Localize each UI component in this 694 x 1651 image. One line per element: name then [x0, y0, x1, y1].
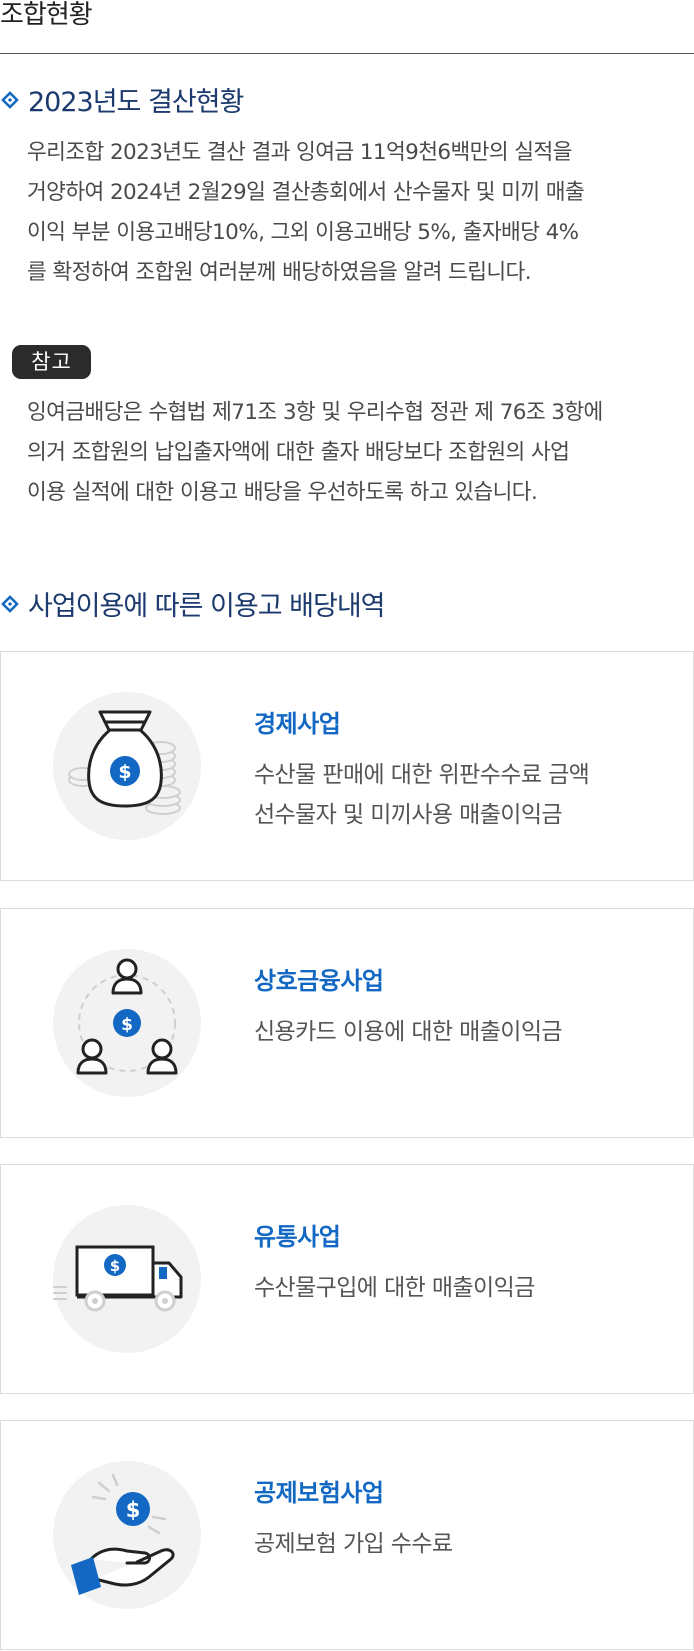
card-description: 수산물구입에 대한 매출이익금	[254, 1268, 674, 1308]
card-title: 공제보험사업	[254, 1479, 384, 1507]
card-description-line: 신용카드 이용에 대한 매출이익금	[254, 1019, 563, 1045]
card-mutual-finance: $ 상호금융사업 신용카드 이용에 대한 매출이익금	[0, 908, 694, 1138]
icon-circle: $	[53, 949, 201, 1097]
icon-circle: $	[53, 1205, 201, 1353]
card-title: 경제사업	[254, 710, 341, 738]
icon-circle: $	[53, 692, 201, 840]
section-heading-dividends: 사업이용에 따른 이용고 배당내역	[0, 584, 386, 623]
paragraph-line: 잉여금배당은 수협법 제71조 3항 및 우리수협 정관 제 76조 3항에	[27, 400, 603, 425]
delivery-truck-icon: $	[53, 1245, 183, 1312]
card-description: 수산물 판매에 대한 위판수수료 금액 선수물자 및 미끼사용 매출이익금	[254, 755, 674, 835]
card-description-line: 공제보험 가입 수수료	[254, 1531, 453, 1557]
settlement-paragraph: 우리조합 2023년도 결산 결과 잉여금 11억9천6백만의 실적을 거양하여…	[27, 133, 694, 293]
paragraph-line: 를 확정하여 조합원 여러분께 배당하였음을 알려 드립니다.	[27, 260, 532, 285]
paragraph-line: 거양하여 2024년 2월29일 결산총회에서 산수물자 및 미끼 매출	[27, 180, 585, 205]
note-badge: 참고	[12, 345, 91, 379]
card-economic-business: $ 경제사업 수산물 판매에 대한 위판수수료 금액 선수물자 및 미끼사용 매…	[0, 651, 694, 881]
card-description: 신용카드 이용에 대한 매출이익금	[254, 1012, 674, 1052]
title-divider	[0, 53, 694, 54]
note-paragraph: 잉여금배당은 수협법 제71조 3항 및 우리수협 정관 제 76조 3항에 의…	[27, 393, 694, 513]
card-description-line: 수산물 판매에 대한 위판수수료 금액	[254, 762, 590, 788]
section-heading-settlement: 2023년도 결산현황	[0, 80, 244, 119]
svg-text:$: $	[118, 761, 131, 783]
diamond-bullet-icon	[1, 594, 19, 613]
paragraph-line: 의거 조합원의 납입출자액에 대한 출자 배당보다 조합원의 사업	[27, 440, 570, 465]
card-description-line: 선수물자 및 미끼사용 매출이익금	[254, 802, 563, 828]
svg-text:$: $	[121, 1015, 133, 1035]
section-heading-text: 2023년도 결산현황	[28, 87, 244, 118]
section-heading-text: 사업이용에 따른 이용고 배당내역	[28, 591, 386, 622]
svg-text:$: $	[110, 1257, 120, 1275]
diamond-bullet-icon	[1, 90, 19, 109]
card-distribution: $ 유통사업 수산물구입에 대한 매출이익금	[0, 1164, 694, 1394]
page-title: 조합현황	[0, 0, 93, 30]
card-description-line: 수산물구입에 대한 매출이익금	[254, 1275, 535, 1301]
hand-coin-icon: $	[71, 1473, 175, 1595]
paragraph-line: 이익 부분 이용고배당10%, 그외 이용고배당 5%, 출자배당 4%	[27, 220, 579, 245]
icon-circle: $	[53, 1461, 201, 1609]
svg-text:$: $	[126, 1498, 141, 1522]
money-bag-icon: $	[68, 710, 181, 815]
card-title: 상호금융사업	[254, 967, 384, 995]
paragraph-line: 이용 실적에 대한 이용고 배당을 우선하도록 하고 있습니다.	[27, 480, 538, 505]
card-title: 유통사업	[254, 1223, 341, 1251]
card-description: 공제보험 가입 수수료	[254, 1524, 674, 1564]
people-network-icon: $	[76, 958, 178, 1075]
paragraph-line: 우리조합 2023년도 결산 결과 잉여금 11억9천6백만의 실적을	[27, 140, 572, 165]
card-insurance: $ 공제보험사업 공제보험 가입 수수료	[0, 1420, 694, 1650]
